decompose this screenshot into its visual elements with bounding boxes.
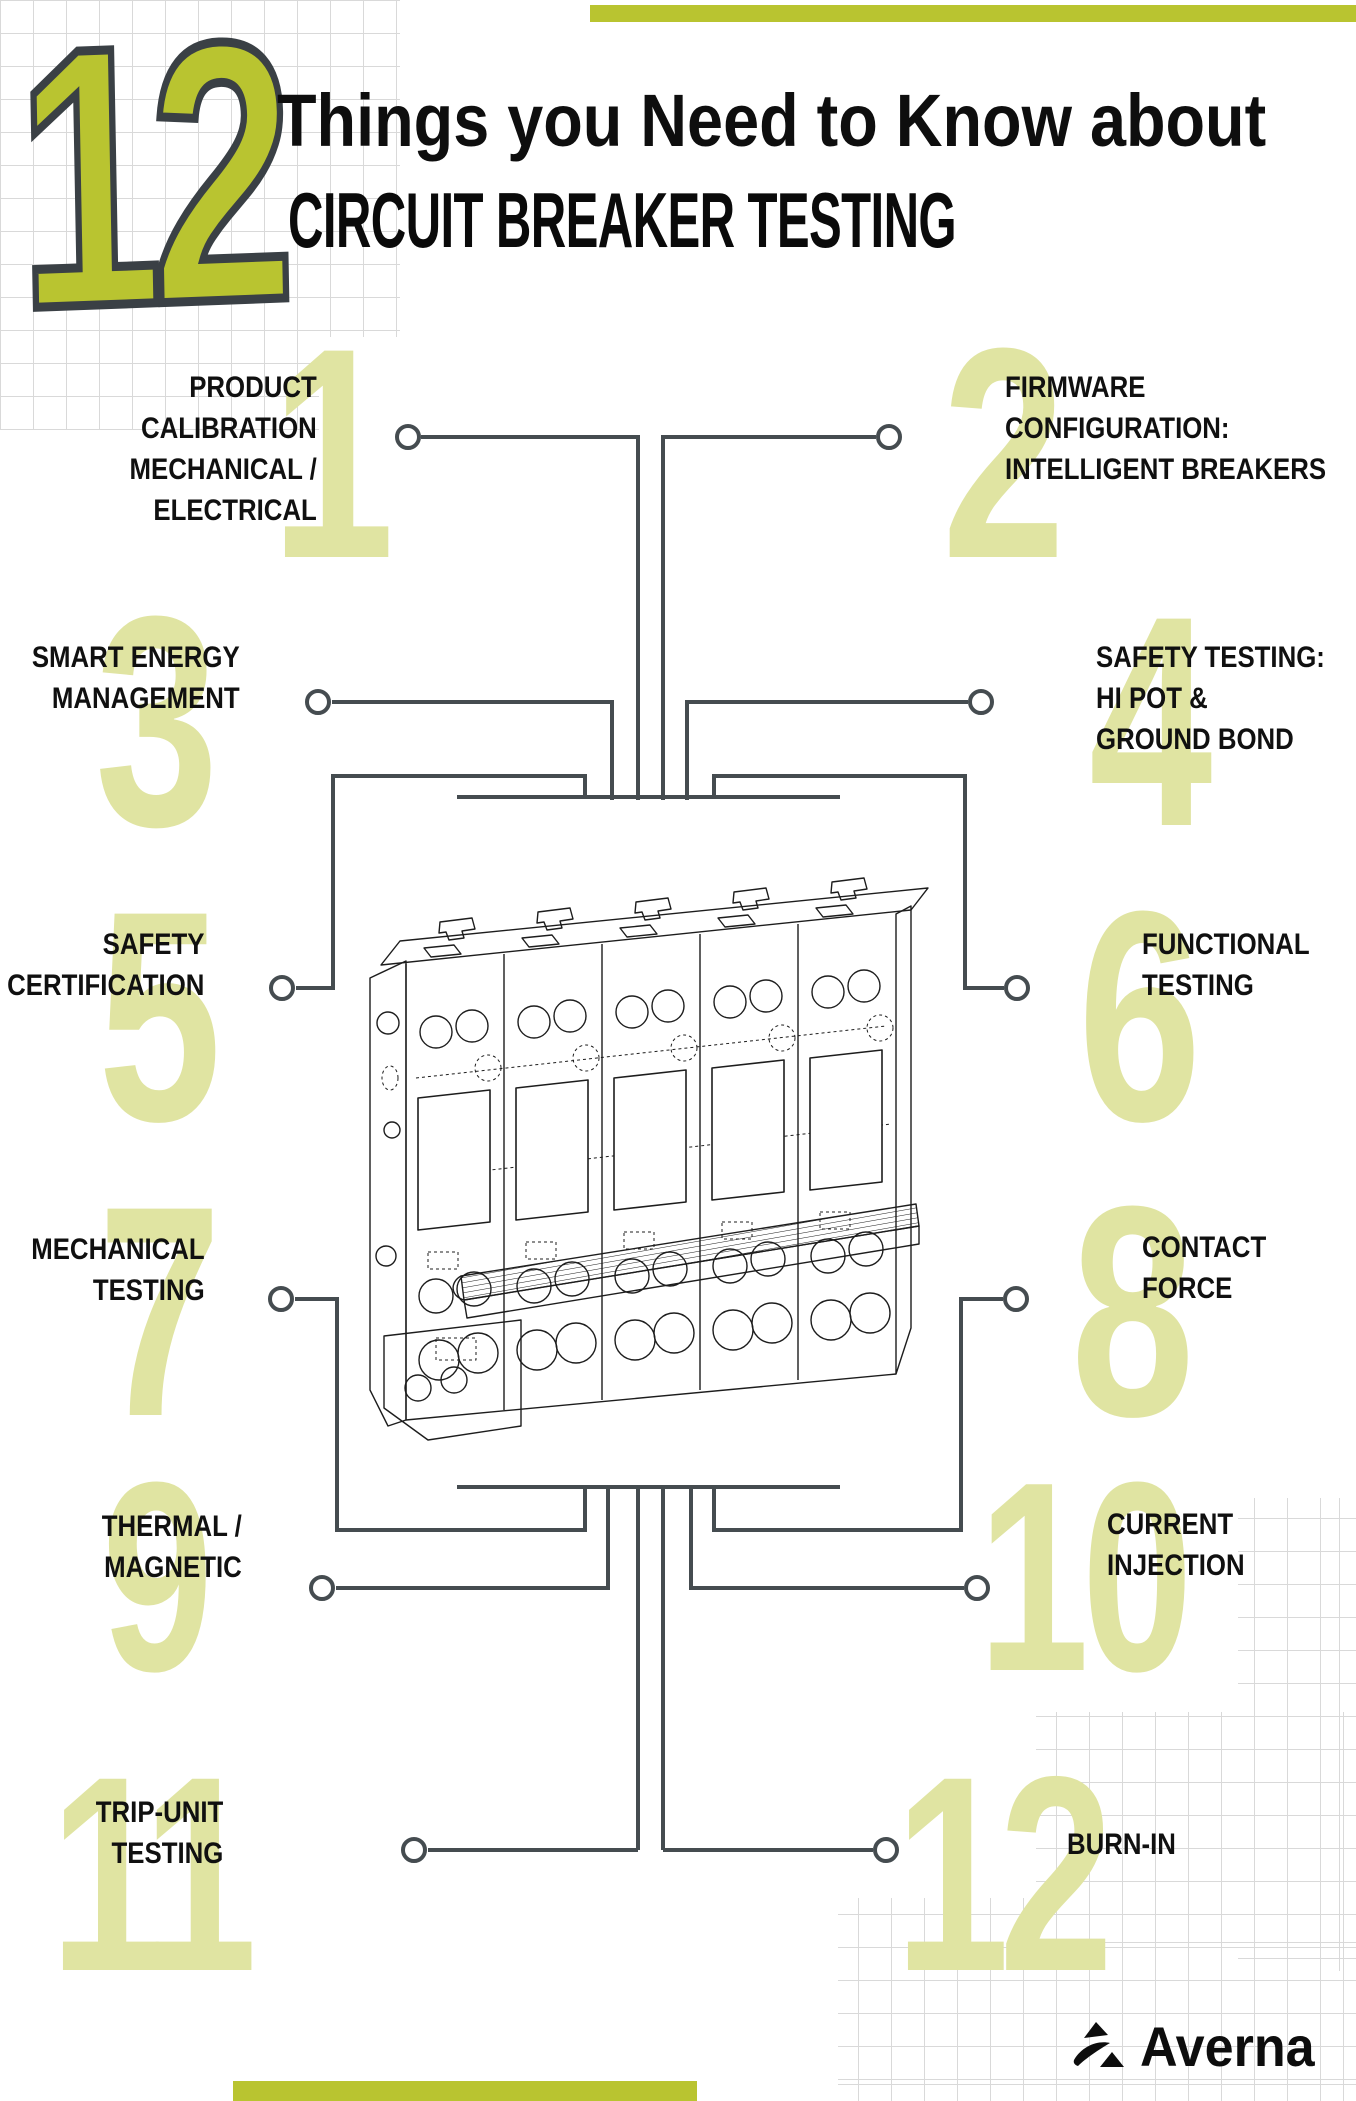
wire-10-h — [689, 1586, 964, 1590]
averna-logo: Averna — [1072, 2015, 1356, 2078]
item-4-label: SAFETY TESTING:HI POT & GROUND BOND — [1096, 641, 1325, 756]
item-11-numeral: 11 — [50, 1718, 257, 2029]
item-1-numeral: 1 — [271, 285, 395, 621]
item-6-numeral: 6 — [1078, 848, 1202, 1184]
wire-8-v1 — [959, 1297, 963, 1532]
wire-9-h — [336, 1586, 608, 1590]
item-2-numeral: 2 — [942, 285, 1066, 621]
node-item-4 — [968, 689, 994, 715]
wire-center-bot-left — [636, 1485, 640, 1850]
wire-11-h — [428, 1848, 638, 1852]
wire-3-h — [332, 700, 612, 704]
wire-1-h — [421, 435, 638, 439]
node-item-2 — [876, 424, 902, 450]
wire-shelf-top — [457, 795, 840, 799]
wire-5-h2 — [331, 774, 585, 778]
wire-12-h — [663, 1848, 873, 1852]
accent-bar-top-right — [590, 5, 1356, 22]
wire-5-h1 — [296, 986, 333, 990]
wire-7-h1 — [295, 1297, 337, 1301]
wire-7-v2 — [583, 1485, 587, 1532]
wire-6-v2 — [712, 774, 716, 799]
item-8-numeral: 8 — [1071, 1143, 1195, 1479]
wire-8-v2 — [712, 1485, 716, 1532]
item-9-numeral: 9 — [102, 1427, 214, 1728]
wire-3-v — [610, 700, 614, 800]
item-12-numeral: 12 — [895, 1718, 1113, 2029]
node-item-6 — [1004, 975, 1030, 1001]
item-12-label: BURN-IN — [1067, 1828, 1176, 1861]
node-item-9 — [309, 1575, 335, 1601]
accent-bar-bottom-left — [233, 2081, 697, 2101]
node-item-12 — [873, 1837, 899, 1863]
item-5-numeral: 5 — [98, 848, 222, 1184]
wire-shelf-bottom — [457, 1485, 840, 1489]
wire-center-bot-right — [661, 1485, 665, 1850]
averna-logo-mark — [1073, 2022, 1124, 2067]
node-item-5 — [269, 975, 295, 1001]
node-item-10 — [964, 1575, 990, 1601]
wire-6-v1 — [963, 774, 967, 990]
grid-pattern-bottom-right-c — [838, 1898, 1356, 2101]
item-7-numeral: 7 — [98, 1143, 222, 1479]
wire-4-h — [687, 700, 968, 704]
wire-5-v2 — [583, 774, 587, 799]
circuit-breaker-drawing — [366, 868, 967, 1453]
node-item-7 — [268, 1286, 294, 1312]
item-9-label: THERMAL /MAGNETIC — [102, 1510, 242, 1584]
item-3-numeral: 3 — [95, 553, 219, 889]
grid-pattern-top-left-b — [0, 0, 319, 430]
wire-5-v1 — [331, 774, 335, 990]
title-line-1: Things you Need to Know about — [277, 79, 1267, 162]
node-item-1 — [395, 424, 421, 450]
wire-8-h1 — [961, 1297, 1003, 1301]
wire-4-v — [685, 700, 689, 800]
wire-9-v — [606, 1485, 610, 1590]
wire-8-h2 — [712, 1528, 963, 1532]
averna-logo-text: Averna — [1140, 2015, 1315, 2078]
wire-center-top-left — [636, 435, 640, 800]
wire-6-h1 — [965, 986, 1004, 990]
wire-7-h2 — [335, 1528, 585, 1532]
hand-drawn-12-badge: 12 — [10, 0, 291, 391]
wire-7-v1 — [335, 1297, 339, 1532]
wire-6-h2 — [712, 774, 967, 778]
wire-10-v — [689, 1485, 693, 1590]
node-item-11 — [401, 1837, 427, 1863]
wire-center-top-right — [661, 435, 665, 800]
title-line-2: CIRCUIT BREAKER TESTING — [288, 176, 957, 264]
item-10-numeral: 10 — [978, 1427, 1193, 1728]
node-item-8 — [1003, 1286, 1029, 1312]
item-4-numeral: 4 — [1089, 553, 1213, 889]
wire-2-h — [663, 435, 876, 439]
node-item-3 — [305, 689, 331, 715]
